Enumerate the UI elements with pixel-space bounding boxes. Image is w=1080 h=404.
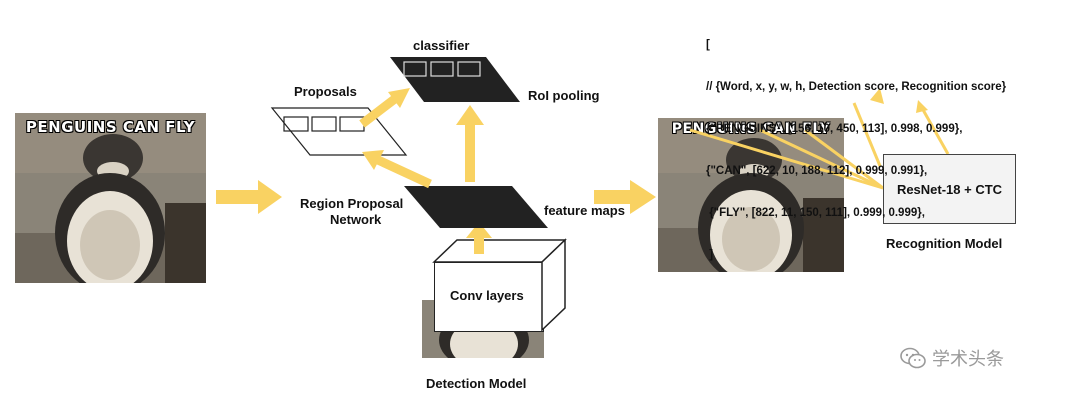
arrow-proposals-to-classifier-head: [388, 88, 410, 108]
proposal-box-1: [283, 116, 309, 132]
output-text: [ // {Word, x, y, w, h, Detection score,…: [706, 10, 1006, 276]
watermark: 学术头条: [900, 345, 1004, 371]
arrow-conv-to-features: [466, 222, 492, 254]
arrow-proposals-to-classifier-shaft: [359, 94, 399, 128]
roi-box-3: [457, 61, 481, 77]
proposals-plane: [270, 107, 408, 156]
arrow-features-to-proposals-shaft: [376, 155, 432, 189]
feature-maps-plane: [404, 186, 548, 228]
roi-box-1: [403, 61, 427, 77]
input-image: PENGUINS CAN FLY: [15, 113, 206, 283]
recognition-model-label: Recognition Model: [886, 236, 1003, 251]
arrow-features-to-roi: [456, 105, 484, 182]
classifier-plane: [390, 57, 520, 102]
roi-pooling-label: RoI pooling: [528, 88, 600, 103]
rpn-label-line2: Network: [330, 212, 382, 227]
conv-box-side-face: [541, 238, 566, 332]
output-line-0: [: [706, 39, 710, 51]
meme-caption: PENGUINS CAN FLY: [25, 118, 196, 136]
proposal-box-2: [311, 116, 337, 132]
penguin-illustration: [15, 113, 206, 283]
arrow-features-to-proposals-head: [362, 150, 384, 170]
detection-model-label: Detection Model: [426, 376, 527, 391]
classifier-label: classifier: [413, 38, 470, 53]
output-line-2: {"PENGUINS", [156, 10, 450, 113], 0.998,…: [706, 123, 963, 135]
watermark-text: 学术头条: [932, 349, 1004, 370]
recognition-box-label: ResNet-18 + CTC: [896, 181, 1003, 197]
roi-box-2: [430, 61, 454, 77]
recognition-box: ResNet-18 + CTC: [883, 154, 1016, 224]
proposals-label: Proposals: [294, 84, 357, 99]
feature-maps-label: feature maps: [544, 203, 625, 218]
rpn-label-line1: Region Proposal: [300, 196, 404, 211]
conv-box-top-face: [432, 239, 567, 263]
output-line-1: // {Word, x, y, w, h, Detection score, R…: [706, 81, 1007, 93]
wechat-icon: [900, 347, 926, 369]
output-line-5: ]: [706, 249, 714, 261]
conv-layers-label: Conv layers: [450, 288, 524, 303]
output-line-3: {"CAN", [622, 10, 188, 112], 0.999, 0.99…: [706, 165, 928, 177]
proposal-box-3: [339, 116, 365, 132]
output-line-4: {"FLY", [822, 11, 150, 111], 0.999, 0.99…: [706, 207, 925, 219]
conv-layers-box: [434, 262, 544, 332]
arrow-input-to-rpn: [216, 180, 282, 214]
